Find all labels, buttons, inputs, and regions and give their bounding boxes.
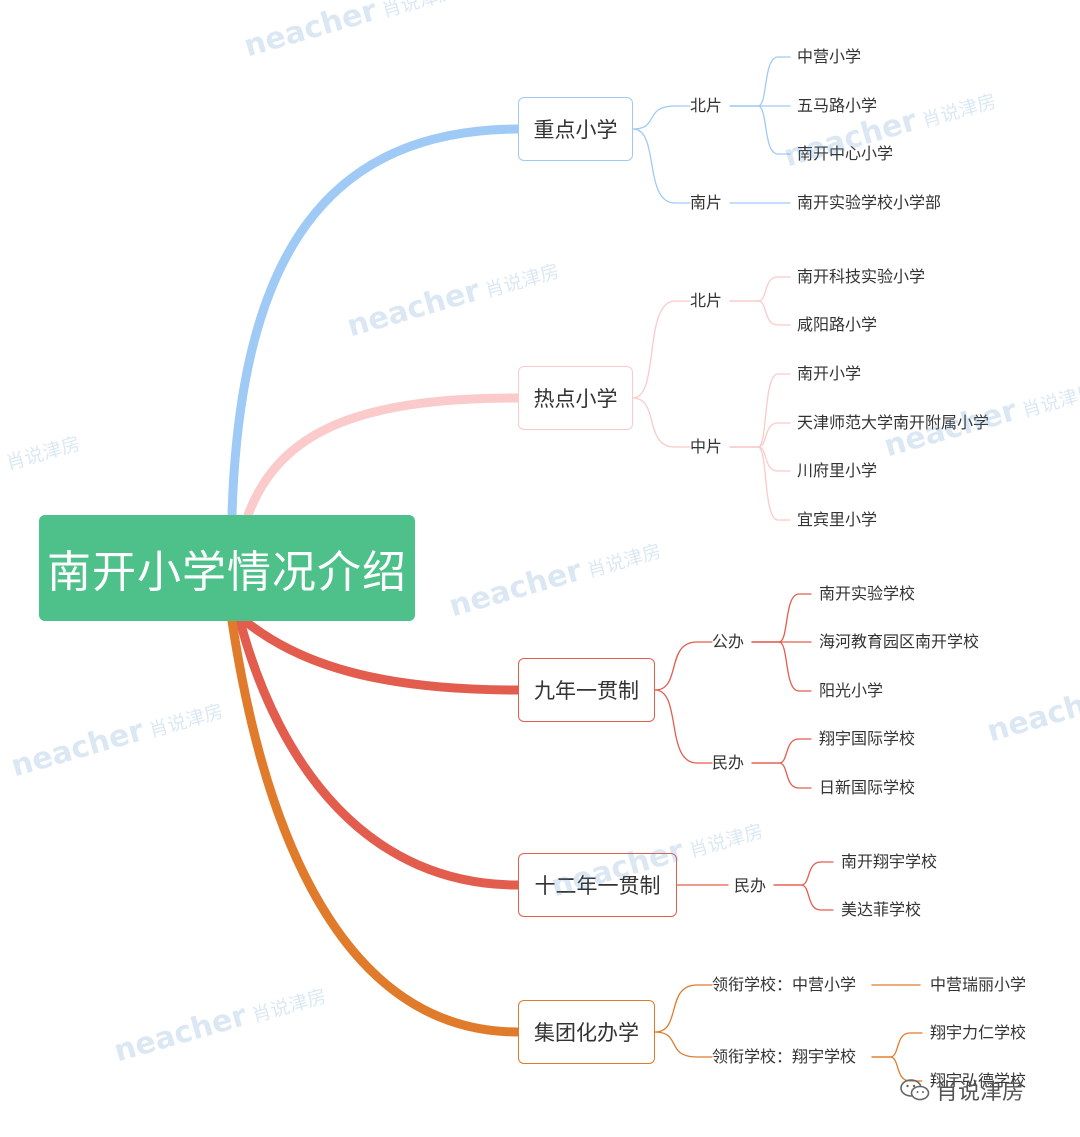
leaf-connector	[729, 105, 791, 155]
main-branch-line	[235, 616, 523, 890]
leaf-connector	[729, 56, 791, 107]
main-branch-line	[227, 616, 523, 1037]
group-label: 中片	[690, 437, 723, 456]
group-connector	[632, 397, 691, 448]
main-branch-line	[240, 616, 523, 695]
leaf-connector	[729, 373, 791, 448]
leaf-connector	[729, 300, 791, 326]
leaf-connector	[729, 446, 791, 521]
school-item: 翔宇国际学校	[819, 729, 916, 748]
group-label: 民办	[734, 876, 767, 895]
school-item: 南开实验学校	[819, 584, 916, 603]
leaf-connector	[773, 884, 834, 911]
group-label: 领衔学校：中营小学	[712, 975, 857, 994]
group-connector	[632, 105, 691, 130]
leaf-connector	[729, 276, 791, 302]
wechat-icon	[900, 1079, 930, 1101]
branch-node-hotspot: 热点小学	[518, 366, 633, 430]
school-item: 南开中心小学	[797, 144, 894, 163]
leaf-connector	[751, 762, 812, 789]
group-connector	[654, 641, 713, 691]
leaf-connector	[751, 593, 812, 643]
school-item: 翔宇弘德学校	[930, 1071, 1027, 1090]
branch-label: 十二年一贯制	[534, 874, 661, 898]
leaf-connector	[871, 1032, 923, 1058]
group-connector	[654, 1031, 713, 1058]
school-item: 美达菲学校	[841, 900, 922, 919]
leaf-connector	[751, 641, 812, 692]
school-item: 宜宾里小学	[797, 510, 878, 529]
branch-label: 重点小学	[533, 118, 618, 142]
group-label: 民办	[712, 753, 745, 772]
school-item: 南开实验学校小学部	[797, 193, 942, 212]
group-connector	[632, 128, 691, 204]
school-item: 南开小学	[797, 364, 862, 383]
group-label: 北片	[690, 291, 723, 310]
leaf-connector	[729, 446, 791, 472]
group-connector	[632, 300, 691, 399]
branch-node-keypoint: 重点小学	[518, 97, 633, 161]
root-label: 南开小学情况介绍	[47, 547, 407, 598]
school-item: 南开翔宇学校	[841, 852, 938, 871]
school-item: 日新国际学校	[819, 778, 916, 797]
group-label: 北片	[690, 96, 723, 115]
branch-label: 集团化办学	[534, 1021, 639, 1045]
group-connector	[654, 984, 713, 1033]
branch-node-nine-year: 九年一贯制	[518, 658, 655, 722]
leaf-connector	[871, 1056, 923, 1082]
leaf-connector	[751, 738, 812, 764]
school-item: 海河教育园区南开学校	[819, 632, 980, 651]
branch-node-twelve-year: 十二年一贯制	[518, 853, 677, 917]
account-name: 肖说津房	[936, 1080, 1025, 1105]
group-label: 领衔学校：翔宇学校	[712, 1047, 857, 1066]
leaf-connector	[773, 861, 834, 886]
school-item: 中营小学	[797, 47, 862, 66]
group-connector	[654, 689, 713, 764]
branch-label: 热点小学	[533, 387, 618, 411]
school-item: 咸阳路小学	[797, 315, 878, 334]
branch-label: 九年一贯制	[534, 679, 639, 703]
account-badge: 肖说津房	[900, 1074, 1024, 1106]
school-item: 翔宇力仁学校	[930, 1023, 1027, 1042]
group-label: 公办	[712, 632, 745, 651]
school-item: 五马路小学	[797, 96, 878, 115]
group-label: 南片	[690, 193, 723, 212]
school-item: 南开科技实验小学	[797, 267, 926, 286]
leaf-connector	[729, 422, 791, 448]
school-item: 中营瑞丽小学	[930, 975, 1027, 994]
school-item: 川府里小学	[797, 461, 878, 480]
root-node: 南开小学情况介绍	[39, 515, 415, 621]
main-branch-line	[243, 393, 523, 520]
branch-node-group: 集团化办学	[518, 1000, 655, 1064]
school-item: 天津师范大学南开附属小学	[797, 413, 990, 432]
school-item: 阳光小学	[819, 681, 884, 700]
main-branch-line	[227, 124, 523, 520]
